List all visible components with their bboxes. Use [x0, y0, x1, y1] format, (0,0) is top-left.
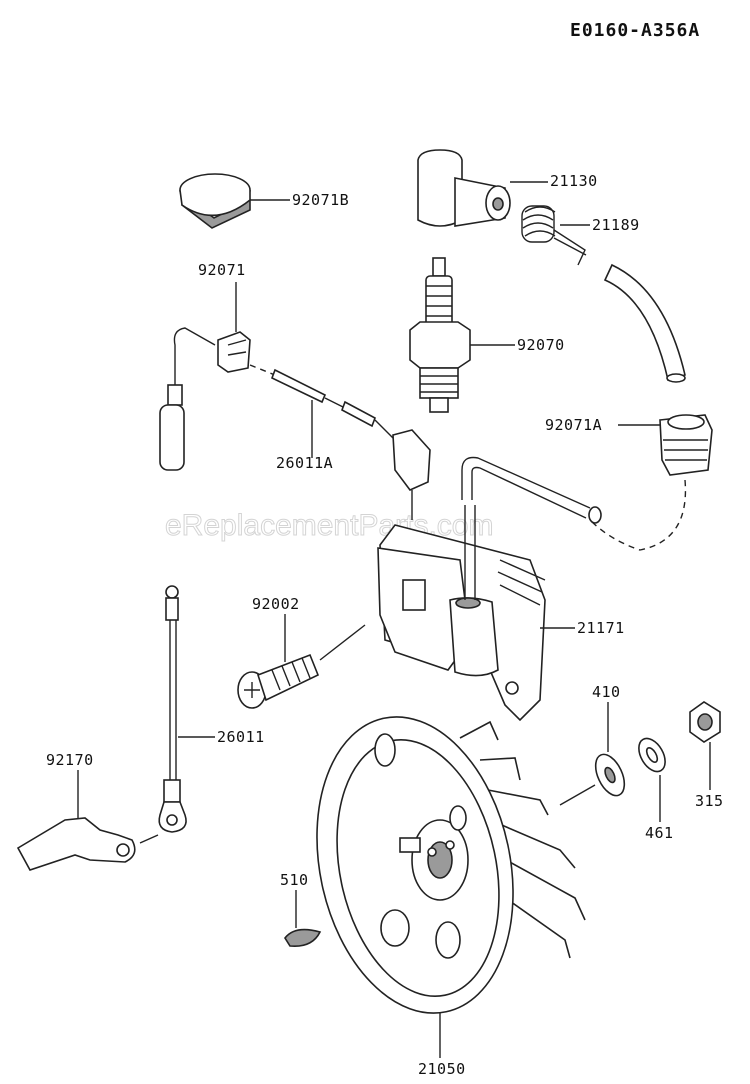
part-26011A-lead-wire-illustration: [249, 364, 431, 520]
part-label-461: 461: [645, 824, 674, 842]
part-label-92071A: 92071A: [545, 416, 602, 434]
part-92071B-cap-illustration: [179, 173, 251, 229]
part-label-92070: 92070: [517, 336, 565, 354]
part-461-lock-washer-illustration: [638, 737, 666, 773]
part-92070-spark-plug-illustration: [409, 257, 471, 413]
part-26011-ground-wire-illustration: [158, 585, 187, 833]
part-21171-ignition-coil-illustration: [377, 456, 602, 722]
part-label-92071: 92071: [198, 261, 246, 279]
part-21130-plug-cap-illustration: [417, 149, 511, 227]
part-315-nut-illustration: [689, 701, 721, 743]
part-92002-bolt-illustration: [237, 653, 320, 709]
part-label-21130: 21130: [550, 172, 598, 190]
part-410-washer-illustration: [594, 753, 626, 797]
part-label-92071B: 92071B: [292, 191, 349, 209]
wire-terminal-illustration: [159, 384, 185, 471]
part-label-510: 510: [280, 871, 309, 889]
diagram-code: E0160-A356A: [570, 20, 700, 41]
part-label-315: 315: [695, 792, 724, 810]
part-21189-spring-illustration: [521, 205, 587, 266]
part-label-21189: 21189: [592, 216, 640, 234]
part-label-21171: 21171: [577, 619, 625, 637]
part-label-21050: 21050: [418, 1060, 466, 1078]
part-92071-boot-illustration: [217, 331, 251, 373]
part-label-92002: 92002: [252, 595, 300, 613]
part-92071A-boot-illustration: [659, 414, 713, 476]
part-label-410: 410: [592, 683, 621, 701]
part-21050-flywheel-illustration: [316, 716, 586, 1014]
part-label-92170: 92170: [46, 751, 94, 769]
part-label-26011A: 26011A: [276, 454, 333, 472]
part-label-26011: 26011: [217, 728, 265, 746]
fuel-tube-illustration: [603, 263, 686, 383]
part-510-key-illustration: [284, 928, 322, 948]
part-92170-clamp-illustration: [16, 817, 136, 871]
